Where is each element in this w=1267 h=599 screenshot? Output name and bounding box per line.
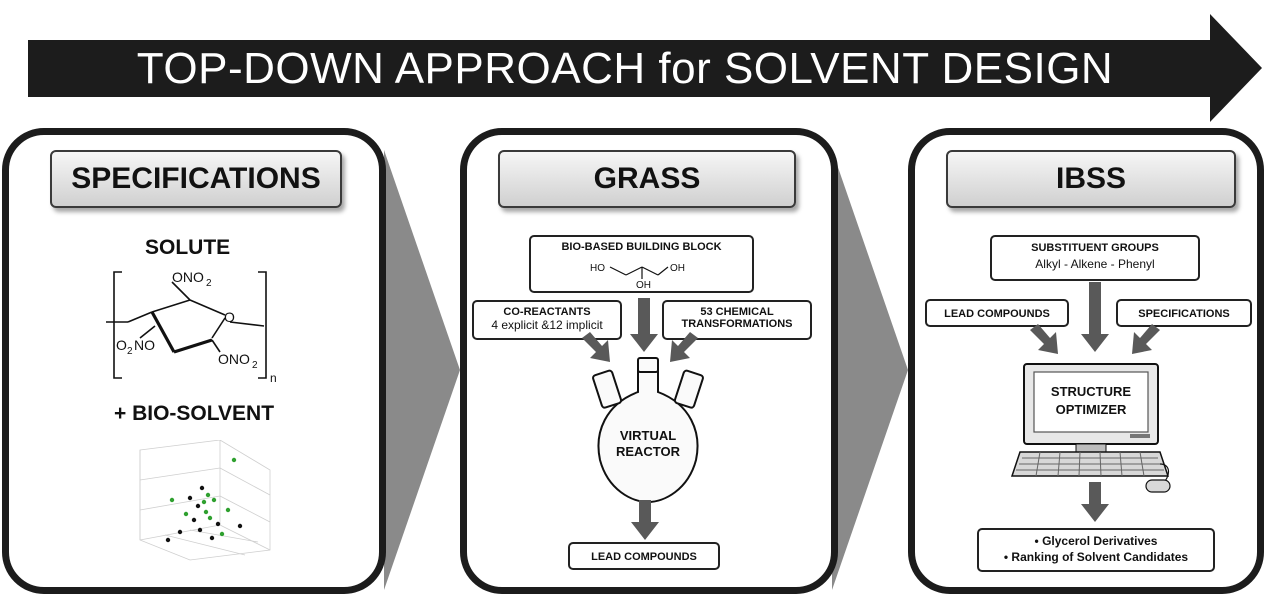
- output-line2: • Ranking of Solvent Candidates: [1003, 550, 1189, 564]
- biosolvent-label: + BIO-SOLVENT: [114, 402, 275, 425]
- structure-right-sub: 2: [252, 360, 258, 371]
- building-block-box: BIO-BASED BUILDING BLOCK HO OH OH: [529, 235, 754, 293]
- coreactants-box: CO-REACTANTS 4 explicit &12 implicit: [472, 300, 622, 340]
- structure-left-sub: 2: [127, 346, 133, 357]
- ibss-specifications-label: SPECIFICATIONS: [1138, 308, 1230, 320]
- structure-top-sub: 2: [206, 278, 212, 289]
- structure-top-label: ONO: [172, 269, 204, 285]
- output-line1: • Glycerol Derivatives: [1034, 534, 1158, 548]
- down-arrow-reactor: [631, 500, 659, 540]
- ibss-lead-compounds-box: LEAD COMPOUNDS: [925, 299, 1069, 327]
- top-banner-arrow: [28, 14, 1262, 122]
- glycerol-oh-right: OH: [670, 263, 685, 274]
- coreactants-title: CO-REACTANTS: [503, 306, 591, 318]
- substituent-title: SUBSTITUENT GROUPS: [1031, 242, 1159, 254]
- arrow-ibss-specs: [1132, 324, 1160, 354]
- ibss-flow-arrows: [1030, 282, 1160, 354]
- glycerol-structure: HO OH OH: [590, 263, 685, 289]
- nitrocellulose-structure: ONO 2 O O 2 NO ONO 2 n: [106, 269, 277, 385]
- arrow-transformations: [670, 332, 698, 362]
- solute-label: SOLUTE: [145, 236, 231, 259]
- structure-ring-o: O: [224, 309, 235, 325]
- building-block-title: BIO-BASED BUILDING BLOCK: [561, 241, 722, 253]
- structure-left-label: O: [116, 337, 127, 353]
- transformations-box: 53 CHEMICAL TRANSFORMATIONS: [662, 300, 812, 340]
- connector-arrow-1: [384, 150, 460, 590]
- down-arrow-building-block: [630, 298, 658, 352]
- ibss-header: IBSS: [946, 150, 1236, 208]
- transformations-line1: 53 CHEMICAL: [700, 306, 774, 318]
- arrow-ibss-lead: [1030, 324, 1058, 354]
- structure-n: n: [270, 371, 277, 385]
- down-arrow-optimizer: [1081, 482, 1109, 522]
- ibss-lead-compounds-label: LEAD COMPOUNDS: [944, 308, 1050, 320]
- specifications-header: SPECIFICATIONS: [50, 150, 342, 208]
- structure-right-label: ONO: [218, 351, 250, 367]
- glycerol-ho: HO: [590, 263, 605, 274]
- glycerol-oh-bottom: OH: [636, 280, 651, 289]
- grass-lead-compounds-label: LEAD COMPOUNDS: [591, 551, 697, 563]
- output-box: • Glycerol Derivatives • Ranking of Solv…: [977, 528, 1215, 572]
- grass-flow-arrows: [582, 298, 698, 362]
- coreactants-detail: 4 explicit &12 implicit: [491, 318, 603, 332]
- computer-icon: STRUCTURE OPTIMIZER: [1010, 363, 1171, 493]
- arrow-coreactants: [582, 332, 610, 362]
- transformations-line2: TRANSFORMATIONS: [681, 318, 793, 330]
- reactor-line2: REACTOR: [616, 444, 681, 459]
- 3d-scatter-plot: [139, 440, 271, 561]
- reactor-flask: VIRTUAL REACTOR: [592, 357, 704, 504]
- grass-header: GRASS: [498, 150, 796, 208]
- page-title: TOP-DOWN APPROACH for SOLVENT DESIGN: [136, 44, 1114, 93]
- ibss-specifications-box: SPECIFICATIONS: [1116, 299, 1252, 327]
- substituent-detail: Alkyl - Alkene - Phenyl: [1035, 257, 1155, 271]
- connector-arrow-2: [832, 150, 908, 590]
- optimizer-line1: STRUCTURE: [1051, 384, 1131, 399]
- grass-lead-compounds-box: LEAD COMPOUNDS: [568, 542, 720, 570]
- scatter-points: [165, 457, 243, 543]
- down-arrow-substituent: [1081, 282, 1109, 352]
- substituent-box: SUBSTITUENT GROUPS Alkyl - Alkene - Phen…: [990, 235, 1200, 281]
- optimizer-line2: OPTIMIZER: [1056, 402, 1127, 417]
- structure-left-tail: NO: [134, 337, 155, 353]
- reactor-line1: VIRTUAL: [620, 428, 676, 443]
